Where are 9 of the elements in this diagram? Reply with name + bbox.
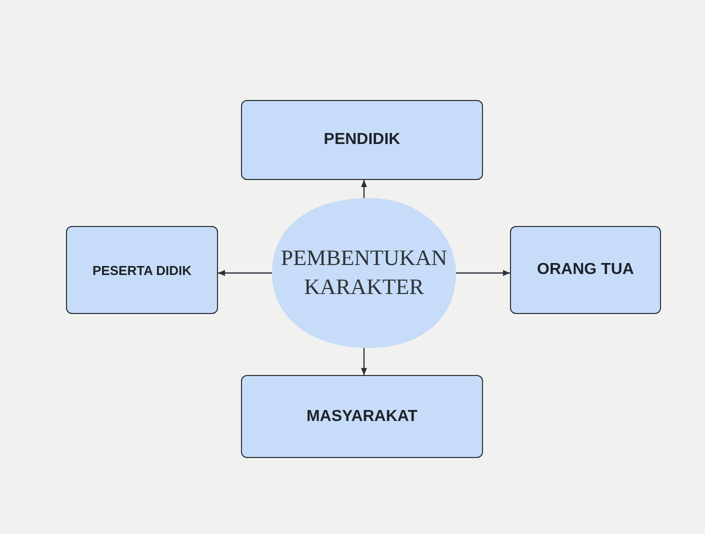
process-box: MASYARAKAT [241,375,483,458]
arrow [218,270,272,276]
arrow [361,180,367,198]
process-box: PENDIDIK [241,100,483,180]
center-label: PEMBENTUKAN KARAKTER [280,244,448,301]
process-box: ORANG TUA [510,226,661,314]
process-box: PESERTA DIDIK [66,226,218,314]
arrow [361,348,367,375]
arrow [456,270,510,276]
